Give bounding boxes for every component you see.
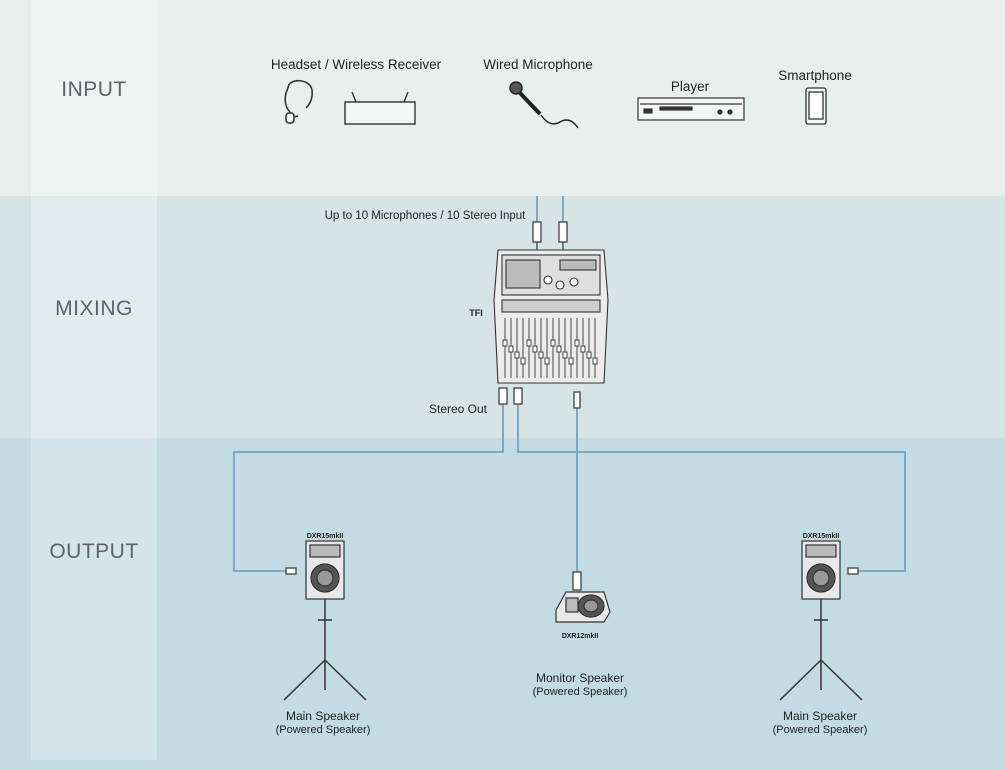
smartphone-icon: [805, 87, 827, 125]
player-icon: [637, 97, 745, 121]
fader-knob: [544, 357, 550, 365]
input-band: [0, 0, 1005, 196]
smartphone-label: Smartphone: [778, 68, 852, 83]
output-band: [0, 438, 1005, 770]
fader-knob: [556, 345, 562, 353]
speaker-stand-left-icon: [283, 599, 367, 701]
output-connector-icon: [498, 387, 581, 409]
section-label-column: [31, 0, 157, 760]
main-speaker-left-icon: [285, 540, 345, 600]
fader-knob: [502, 339, 508, 347]
fader-knob: [568, 357, 574, 365]
fader-knob: [586, 351, 592, 359]
monitor-sublabel: (Powered Speaker): [533, 686, 628, 698]
section-label-output: OUTPUT: [49, 540, 139, 563]
mixer-console-icon: [493, 249, 609, 384]
monitor-connector-icon: [572, 571, 582, 591]
main-right-label: Main Speaker: [783, 709, 857, 723]
main-right-model: DXR15mkII: [803, 533, 840, 540]
fader-knob: [562, 351, 568, 359]
fader-knob: [508, 345, 514, 353]
monitor-speaker-icon: [555, 591, 611, 623]
cable-lines: [233, 196, 906, 572]
main-right-sublabel: (Powered Speaker): [773, 724, 868, 736]
player-label: Player: [671, 79, 710, 94]
headset-label: Headset / Wireless Receiver: [271, 57, 442, 72]
fader-knob: [592, 357, 598, 365]
headset-icon: [284, 79, 313, 124]
fader-knob: [580, 345, 586, 353]
fader-knob: [532, 345, 538, 353]
input-connector-icon: [532, 221, 568, 250]
wireless-receiver-icon: [344, 91, 416, 125]
fader-knob: [514, 351, 520, 359]
monitor-model: DXR12mkII: [562, 633, 599, 640]
main-left-label: Main Speaker: [286, 709, 360, 723]
fader-knob: [538, 351, 544, 359]
stereo-out-label: Stereo Out: [429, 402, 488, 416]
monitor-label: Monitor Speaker: [536, 671, 624, 685]
section-label-mixing: MIXING: [55, 297, 133, 320]
main-left-sublabel: (Powered Speaker): [276, 724, 371, 736]
fader-knob: [550, 339, 556, 347]
inputs-note: Up to 10 Microphones / 10 Stereo Input: [325, 210, 527, 222]
fader-knob: [520, 357, 526, 365]
fader-knob: [574, 339, 580, 347]
wired-mic-label: Wired Microphone: [483, 57, 593, 72]
mixer-model-label: TFI: [469, 308, 483, 318]
main-left-model: DXR15mkII: [307, 533, 344, 540]
wired-microphone-icon: [509, 81, 579, 129]
speaker-stand-right-icon: [779, 599, 863, 701]
fader-knob: [526, 339, 532, 347]
section-label-input: INPUT: [61, 78, 127, 101]
main-speaker-right-icon: [801, 540, 859, 600]
